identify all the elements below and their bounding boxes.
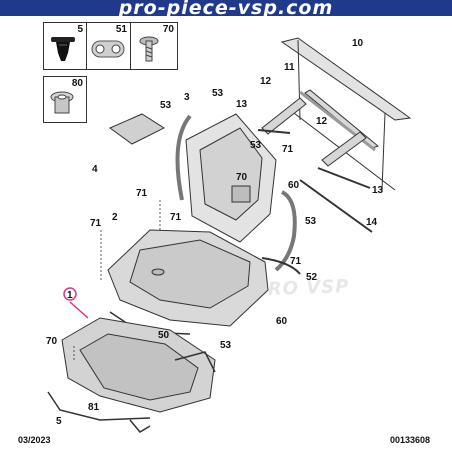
legend-box-80: 80 (43, 76, 87, 123)
callout-13: 13 (372, 185, 384, 196)
double-grommet-icon (91, 40, 125, 58)
callout-10: 10 (352, 38, 364, 49)
callout-71: 71 (90, 218, 102, 229)
callout-53: 53 (305, 216, 317, 227)
callout-71: 71 (136, 188, 148, 199)
bracket-right-part (321, 131, 367, 167)
callout-71: 71 (290, 256, 302, 267)
callout-70: 70 (46, 336, 58, 347)
legend-box-5: 5 (43, 22, 87, 70)
footer-reference: 00133608 (389, 435, 430, 445)
callout-1: 1 (67, 290, 73, 301)
callout-53: 53 (220, 340, 232, 351)
banner-title: pro-piece-vsp.com (118, 0, 334, 16)
callout-11: 11 (284, 62, 295, 73)
callout-14: 14 (366, 217, 378, 228)
callout-60: 60 (288, 180, 300, 191)
callout-4: 4 (92, 164, 98, 175)
callout-60: 60 (276, 316, 288, 327)
seal-strip-part (175, 114, 192, 201)
callout-53: 53 (250, 140, 262, 151)
legend-number: 5 (77, 24, 83, 35)
screw-rivet-icon (139, 36, 159, 62)
support-bar-part (299, 90, 376, 152)
legend-box-70: 70 (130, 22, 178, 70)
callout-52: 52 (306, 272, 318, 283)
grommet-sleeve-icon (50, 91, 74, 114)
callout-71: 71 (282, 144, 294, 155)
callout-3: 3 (184, 92, 190, 103)
legend-number: 80 (71, 78, 83, 89)
legend-number: 51 (115, 24, 127, 35)
site-banner: pro-piece-vsp.com (0, 0, 452, 16)
footer-date: 03/2023 (18, 435, 51, 445)
callout-labels: 10 11 12 12 13 13 14 3 53 53 53 53 53 4 … (46, 38, 384, 427)
callout-53: 53 (212, 88, 224, 99)
bracket-left-part (261, 97, 307, 135)
rear-frame-part (280, 37, 412, 191)
pad-panel-part (109, 113, 166, 145)
callout-71: 71 (170, 212, 182, 223)
callout-50: 50 (158, 330, 170, 341)
push-clip-icon (51, 37, 75, 61)
callout-53: 53 (160, 100, 172, 111)
callout-2: 2 (112, 212, 118, 223)
callout-70: 70 (236, 172, 248, 183)
legend-number: 70 (162, 24, 174, 35)
legend-box-51: 51 (86, 22, 131, 70)
callout-12: 12 (316, 116, 328, 127)
callout-13: 13 (236, 99, 248, 110)
callout-12: 12 (260, 76, 272, 87)
callout-5: 5 (56, 416, 62, 427)
callout-81: 81 (88, 402, 100, 413)
